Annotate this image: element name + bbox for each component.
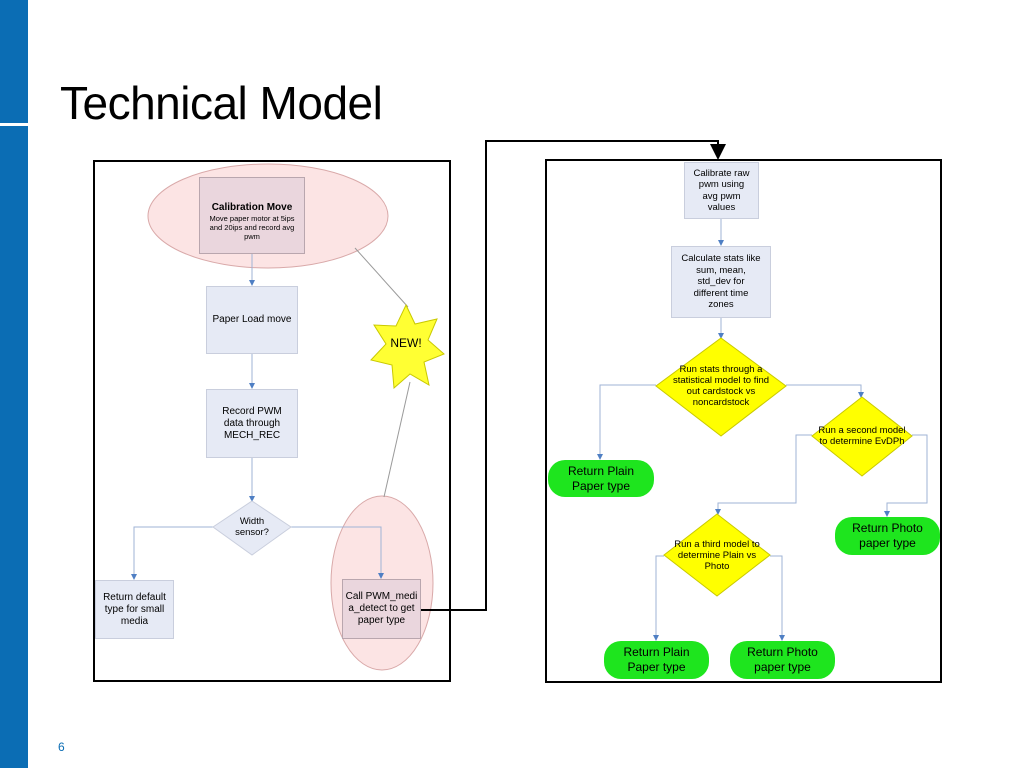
- connector-width-to-default: [131, 526, 213, 580]
- return-plain-paper-2: Return Plain Paper type: [604, 641, 709, 679]
- connector-width-to-call: [291, 526, 384, 579]
- paper-load-box: Paper Load move: [206, 286, 298, 354]
- width-sensor-diamond: [212, 500, 292, 556]
- return-plain-paper-1: Return Plain Paper type: [548, 460, 654, 497]
- record-pwm-box: Record PWM data through MECH_REC: [206, 389, 298, 458]
- connector-second-to-third: [715, 434, 812, 515]
- left-accent-bar: [0, 0, 28, 768]
- calibration-move-title: Calibration Move: [211, 202, 293, 213]
- new-callout-line-top: [354, 247, 409, 308]
- return-photo-paper-1: Return Photo paper type: [835, 517, 940, 555]
- third-model-label: Run a third model to determine Plain vs …: [674, 538, 760, 572]
- calculate-stats-box: Calculate stats like sum, mean, std_dev …: [671, 246, 771, 318]
- run-stats-diamond: [655, 337, 787, 437]
- connector-run-to-plain1: [597, 384, 656, 460]
- new-star-shape: [370, 303, 445, 390]
- connector-call-to-calibrate: [421, 140, 726, 611]
- new-star-label: NEW!: [390, 335, 422, 350]
- width-sensor-label: Width sensor?: [235, 516, 269, 538]
- slide-title: Technical Model: [60, 77, 383, 129]
- return-default-box: Return default type for small media: [95, 580, 174, 639]
- connector-third-to-plain2: [653, 555, 664, 641]
- call-pwm-media-detect-box: Call PWM_media_detect to get paper type: [342, 579, 421, 639]
- calibration-move-detail: Move paper motor at 5ips and 20ips and r…: [209, 214, 295, 241]
- return-photo-paper-2: Return Photo paper type: [730, 641, 835, 679]
- accent-bar-notch: [0, 123, 28, 126]
- connector-third-to-photo2: [770, 555, 785, 641]
- run-stats-label: Run stats through a statistical model to…: [672, 364, 770, 408]
- page-number: 6: [58, 740, 65, 754]
- second-model-label: Run a second model to determine EvDPh: [818, 425, 906, 447]
- connector-second-to-photo1: [884, 434, 928, 517]
- new-callout-line-bottom: [383, 381, 411, 498]
- third-model-diamond: [663, 513, 771, 597]
- connector-run-to-second: [786, 384, 864, 398]
- calibrate-raw-box: Calibrate raw pwm using avg pwm values: [684, 162, 759, 219]
- calibration-move-box: Calibration Move Move paper motor at 5ip…: [199, 177, 305, 254]
- second-model-diamond: [811, 396, 913, 477]
